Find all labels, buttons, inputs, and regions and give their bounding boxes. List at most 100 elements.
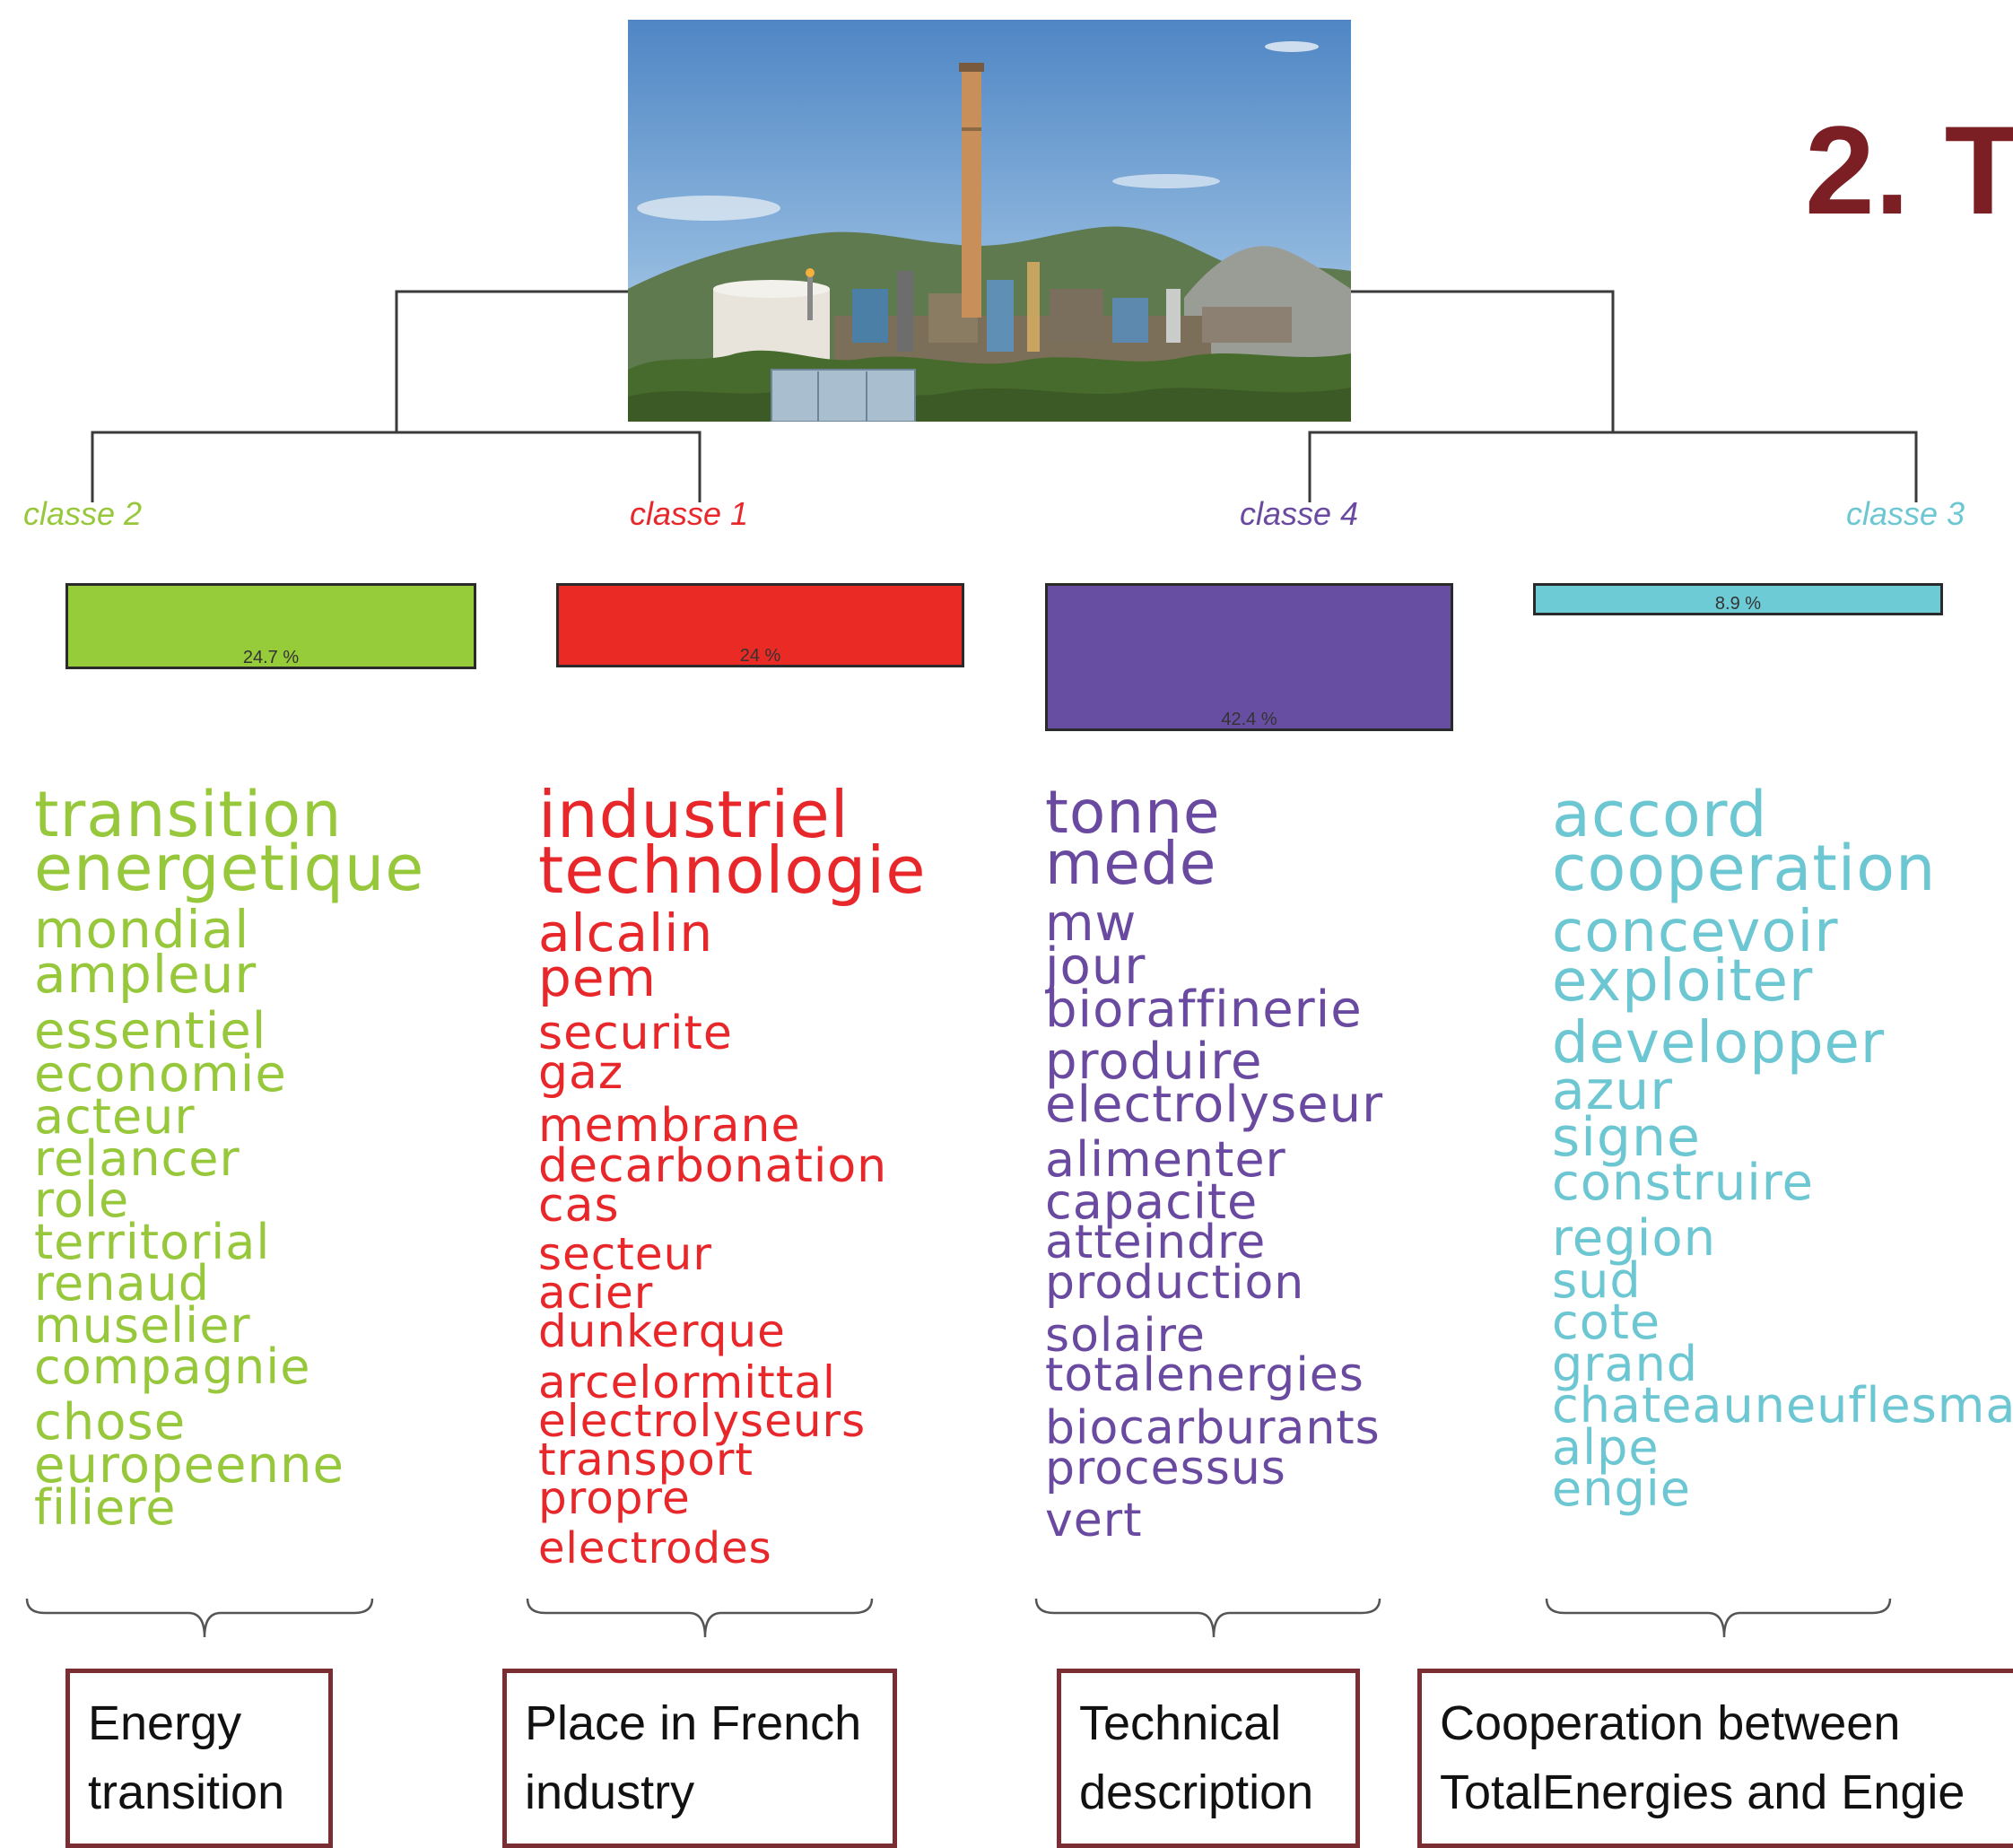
word: totalenergies [1045, 1348, 1364, 1403]
word: propre [538, 1472, 691, 1525]
dendrogram [91, 290, 1918, 502]
word: cote [1552, 1294, 1661, 1351]
word: chose [34, 1392, 187, 1451]
word: transport [538, 1434, 754, 1486]
brace-classe-2 [25, 1598, 374, 1638]
word: atteindre [1045, 1216, 1267, 1270]
word: energetique [34, 832, 425, 906]
section-heading: 2. T [1805, 100, 2013, 240]
word: alimenter [1045, 1131, 1286, 1189]
word: gaz [538, 1046, 624, 1101]
word: electrolyseurs [538, 1395, 867, 1448]
word: economie [34, 1045, 287, 1104]
word: ampleur [34, 944, 257, 1006]
word: arcelormittal [538, 1356, 836, 1409]
word: construire [1552, 1153, 1814, 1212]
word: role [34, 1172, 130, 1229]
theme-box-cooperation: Cooperation between TotalEnergies and En… [1417, 1669, 2013, 1848]
word: exploiter [1552, 948, 1814, 1016]
braces [25, 1598, 1892, 1638]
word: technologie [538, 832, 927, 908]
word: membrane [538, 1099, 801, 1153]
theme-box-technical-description: Technical description [1057, 1669, 1360, 1848]
word: europeenne [34, 1435, 344, 1495]
word: tonne [1045, 788, 1221, 847]
word: production [1045, 1255, 1305, 1310]
word: azur [1552, 1059, 1673, 1123]
class-label-classe-2: classe 2 [23, 495, 143, 532]
percent-bar-classe-3: 8.9 % [1533, 583, 1943, 615]
refinery-photo [628, 20, 1351, 422]
word: essentiel [34, 1002, 267, 1061]
class-label-classe-1: classe 1 [630, 495, 749, 532]
percent-bar-classe-1: 24 % [556, 583, 964, 667]
class-label-classe-4: classe 4 [1240, 495, 1359, 532]
word: grand [1552, 1335, 1699, 1392]
word: bioraffinerie [1045, 980, 1363, 1039]
word: processus [1045, 1441, 1286, 1495]
word: region [1552, 1208, 1717, 1268]
theme-label: Technical description [1079, 1696, 1314, 1819]
percent-label: 42.4 % [1221, 710, 1277, 729]
brace-classe-3 [1545, 1598, 1892, 1638]
theme-label: Place in French industry [525, 1696, 862, 1819]
word: dunkerque [538, 1305, 786, 1358]
word: electrolyseur [1045, 1076, 1384, 1135]
word: sud [1552, 1251, 1642, 1309]
word: securite [538, 1006, 733, 1060]
word: renaud [34, 1255, 211, 1312]
word: alpe [1552, 1418, 1660, 1476]
word: muselier [34, 1296, 251, 1354]
word: biocarburants [1045, 1401, 1381, 1456]
theme-label: Energy transition [88, 1696, 285, 1819]
word: transition [34, 788, 343, 851]
word: mondial [34, 899, 250, 961]
percent-label: 24.7 % [242, 648, 300, 667]
tree-branch-left [91, 431, 702, 502]
word: acier [538, 1267, 654, 1320]
word: decarbonation [538, 1138, 888, 1193]
word: signe [1552, 1106, 1701, 1170]
word: developper [1552, 1010, 1886, 1077]
word: cooperation [1552, 832, 1937, 906]
word: engie [1552, 1460, 1691, 1518]
word: filiere [34, 1478, 177, 1536]
word: territorial [34, 1213, 271, 1270]
word: solaire [1045, 1308, 1206, 1363]
word: cas [538, 1179, 620, 1233]
word: pem [538, 946, 657, 1008]
word: industriel [538, 788, 850, 852]
word: acteur [34, 1088, 196, 1146]
theme-label: Cooperation between TotalEnergies and En… [1440, 1696, 1965, 1819]
word: vert [1045, 1494, 1143, 1548]
percent-label: 24 % [739, 646, 781, 666]
word: alcalin [538, 902, 714, 963]
word: compagnie [34, 1338, 311, 1396]
word: jour [1045, 937, 1146, 996]
word: capacite [1045, 1172, 1259, 1230]
tree-branch-right-top [1351, 290, 1615, 432]
word: concevoir [1552, 899, 1839, 966]
theme-box-place-in-french-industry: Place in French industry [502, 1669, 897, 1848]
tree-branch-left-top [395, 290, 628, 432]
word: relancer [34, 1129, 240, 1187]
tree-branch-right [1308, 431, 1918, 502]
word: accord [1552, 788, 1768, 851]
word: electrodes [538, 1523, 772, 1574]
word: secteur [538, 1228, 712, 1281]
word: chateauneuflesma [1552, 1377, 2013, 1434]
class-label-classe-3: classe 3 [1846, 495, 1965, 532]
brace-classe-1 [526, 1598, 874, 1638]
percent-bar-classe-4: 42.4 % [1045, 583, 1453, 731]
word: produire [1045, 1032, 1263, 1091]
percent-bar-classe-2: 24.7 % [65, 583, 476, 669]
word: mede [1045, 828, 1217, 898]
percent-label: 8.9 % [1714, 594, 1762, 614]
word: mw [1045, 893, 1137, 953]
theme-box-energy-transition: Energy transition [65, 1669, 333, 1848]
brace-classe-4 [1034, 1598, 1381, 1638]
